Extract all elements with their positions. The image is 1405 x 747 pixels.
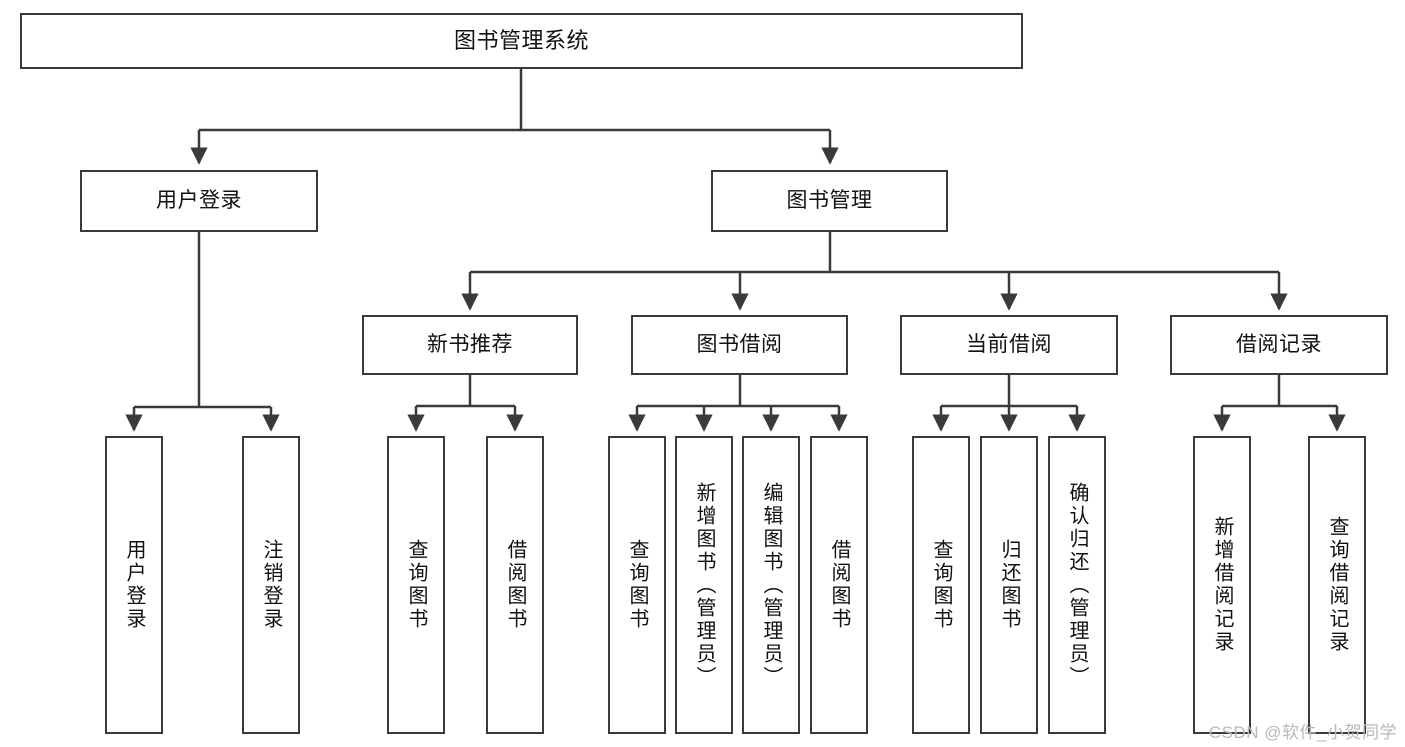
node-label: 借阅记录 bbox=[1236, 332, 1322, 356]
node-label: 当前借阅 bbox=[966, 332, 1052, 356]
node-new-book-recommend[interactable]: 新书推荐 bbox=[362, 315, 578, 375]
leaf-user-login[interactable]: 用户登录 bbox=[105, 436, 163, 734]
node-label: 借阅图书 bbox=[504, 539, 526, 631]
leaf-edit-book-admin[interactable]: 编辑图书（管理员） bbox=[742, 436, 800, 734]
node-label: 注销登录 bbox=[260, 539, 282, 631]
node-root-book-management-system[interactable]: 图书管理系统 bbox=[20, 13, 1023, 69]
node-label: 用户登录 bbox=[156, 188, 242, 212]
leaf-user-logout[interactable]: 注销登录 bbox=[242, 436, 300, 734]
node-label: 查询图书 bbox=[405, 539, 427, 631]
node-label: 查询图书 bbox=[930, 539, 952, 631]
node-book-management[interactable]: 图书管理 bbox=[711, 170, 948, 232]
leaf-add-borrow-record[interactable]: 新增借阅记录 bbox=[1193, 436, 1251, 734]
node-label: 借阅图书 bbox=[828, 539, 850, 631]
node-label: 归还图书 bbox=[998, 539, 1020, 631]
leaf-return-book[interactable]: 归还图书 bbox=[980, 436, 1038, 734]
node-borrow-record[interactable]: 借阅记录 bbox=[1170, 315, 1388, 375]
node-label: 新书推荐 bbox=[427, 332, 513, 356]
node-label: 图书管理系统 bbox=[453, 28, 589, 54]
leaf-borrow-book-recommend[interactable]: 借阅图书 bbox=[486, 436, 544, 734]
node-label: 确认归还（管理员） bbox=[1066, 481, 1088, 689]
node-label: 编辑图书（管理员） bbox=[760, 481, 782, 689]
node-book-borrow[interactable]: 图书借阅 bbox=[631, 315, 848, 375]
node-user-login[interactable]: 用户登录 bbox=[80, 170, 318, 232]
leaf-confirm-return-admin[interactable]: 确认归还（管理员） bbox=[1048, 436, 1106, 734]
node-label: 新增借阅记录 bbox=[1211, 516, 1233, 654]
node-label: 用户登录 bbox=[123, 539, 145, 631]
leaf-query-borrow-record[interactable]: 查询借阅记录 bbox=[1308, 436, 1366, 734]
leaf-query-book-current[interactable]: 查询图书 bbox=[912, 436, 970, 734]
leaf-query-book-recommend[interactable]: 查询图书 bbox=[387, 436, 445, 734]
node-label: 图书借阅 bbox=[696, 332, 783, 356]
leaf-add-book-admin[interactable]: 新增图书（管理员） bbox=[675, 436, 733, 734]
node-label: 查询借阅记录 bbox=[1326, 516, 1348, 654]
node-label: 图书管理 bbox=[786, 188, 873, 212]
node-label: 查询图书 bbox=[626, 539, 648, 631]
leaf-borrow-book[interactable]: 借阅图书 bbox=[810, 436, 868, 734]
leaf-query-book-borrow[interactable]: 查询图书 bbox=[608, 436, 666, 734]
node-current-borrow[interactable]: 当前借阅 bbox=[900, 315, 1118, 375]
node-label: 新增图书（管理员） bbox=[693, 481, 715, 689]
csdn-watermark: CSDN @软件_小贺同学 bbox=[1208, 723, 1397, 742]
